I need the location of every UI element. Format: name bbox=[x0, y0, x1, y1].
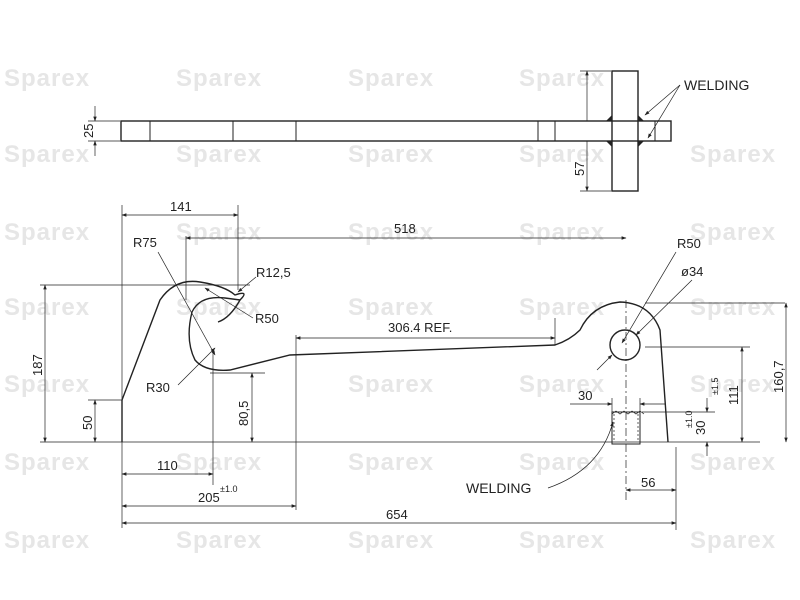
watermark-grid: Sparex Sparex Sparex Sparex Sparex Spare… bbox=[4, 65, 776, 554]
notch-outline bbox=[217, 299, 241, 323]
dim-141: 141 bbox=[170, 199, 192, 214]
watermark: Sparex bbox=[176, 449, 262, 476]
welding-label-top: WELDING bbox=[684, 77, 749, 93]
weld-mark bbox=[606, 141, 612, 147]
watermark: Sparex bbox=[519, 219, 605, 246]
diameter-34: ø34 bbox=[681, 264, 703, 279]
watermark: Sparex bbox=[690, 449, 776, 476]
tol-205: ±1.0 bbox=[220, 484, 237, 494]
tol-1-5: ±1.5 bbox=[710, 378, 720, 395]
watermark: Sparex bbox=[690, 371, 776, 398]
dim-110: 110 bbox=[157, 458, 178, 473]
dim-111: 111 bbox=[726, 385, 741, 405]
watermark: Sparex bbox=[348, 371, 434, 398]
watermark: Sparex bbox=[690, 294, 776, 321]
dim-654: 654 bbox=[386, 507, 408, 522]
watermark: Sparex bbox=[348, 527, 434, 554]
dim-25: 25 bbox=[81, 124, 96, 138]
watermark: Sparex bbox=[348, 449, 434, 476]
watermark: Sparex bbox=[690, 527, 776, 554]
weld-mark bbox=[638, 141, 644, 147]
dim-30-top: 30 bbox=[578, 388, 592, 403]
bar-top-view bbox=[120, 120, 672, 142]
watermark: Sparex bbox=[176, 219, 262, 246]
dim-56: 56 bbox=[641, 475, 655, 490]
watermark: Sparex bbox=[519, 527, 605, 554]
weld-mark bbox=[606, 115, 612, 121]
watermark: Sparex bbox=[176, 141, 262, 168]
watermark: Sparex bbox=[690, 141, 776, 168]
watermark: Sparex bbox=[4, 65, 90, 92]
watermark: Sparex bbox=[176, 527, 262, 554]
watermark: Sparex bbox=[4, 449, 90, 476]
weld-mark bbox=[638, 115, 644, 121]
dim-30-right: 30 bbox=[693, 421, 708, 435]
watermark: Sparex bbox=[690, 219, 776, 246]
side-view: 141 518 306.4 REF. R75 R12,5 R50 R30 R50… bbox=[30, 199, 788, 530]
radius-r75: R75 bbox=[133, 235, 157, 250]
ref-306-4: 306.4 REF. bbox=[388, 320, 452, 335]
cross-plate bbox=[611, 70, 639, 192]
dim-187: 187 bbox=[30, 354, 45, 376]
watermark: Sparex bbox=[348, 65, 434, 92]
radius-r50-right: R50 bbox=[677, 236, 701, 251]
watermark: Sparex bbox=[4, 371, 90, 398]
radius-r30: R30 bbox=[146, 380, 170, 395]
watermark: Sparex bbox=[348, 219, 434, 246]
watermark: Sparex bbox=[348, 141, 434, 168]
dim-205: 205 bbox=[198, 490, 220, 505]
watermark: Sparex bbox=[519, 141, 605, 168]
watermark: Sparex bbox=[348, 294, 434, 321]
watermark: Sparex bbox=[4, 219, 90, 246]
watermark: Sparex bbox=[4, 527, 90, 554]
dim-57: 57 bbox=[572, 162, 587, 176]
watermark: Sparex bbox=[519, 65, 605, 92]
dim-160-7: 160,7 bbox=[771, 360, 786, 393]
watermark: Sparex bbox=[176, 294, 262, 321]
top-view: 25 57 WELDING bbox=[81, 70, 749, 192]
dim-80-5: 80,5 bbox=[236, 401, 251, 426]
watermark: Sparex bbox=[519, 371, 605, 398]
watermark: Sparex bbox=[4, 141, 90, 168]
pivot-hole bbox=[609, 329, 641, 361]
watermark: Sparex bbox=[176, 65, 262, 92]
hook-arm-outline bbox=[121, 280, 669, 443]
welding-label-bottom: WELDING bbox=[466, 480, 531, 496]
watermark: Sparex bbox=[519, 449, 605, 476]
radius-r12-5: R12,5 bbox=[256, 265, 291, 280]
watermark: Sparex bbox=[4, 294, 90, 321]
dim-518: 518 bbox=[394, 221, 416, 236]
dim-50: 50 bbox=[80, 416, 95, 430]
tol-1-0: ±1.0 bbox=[684, 411, 694, 428]
watermark: Sparex bbox=[519, 294, 605, 321]
radius-r50-left: R50 bbox=[255, 311, 279, 326]
